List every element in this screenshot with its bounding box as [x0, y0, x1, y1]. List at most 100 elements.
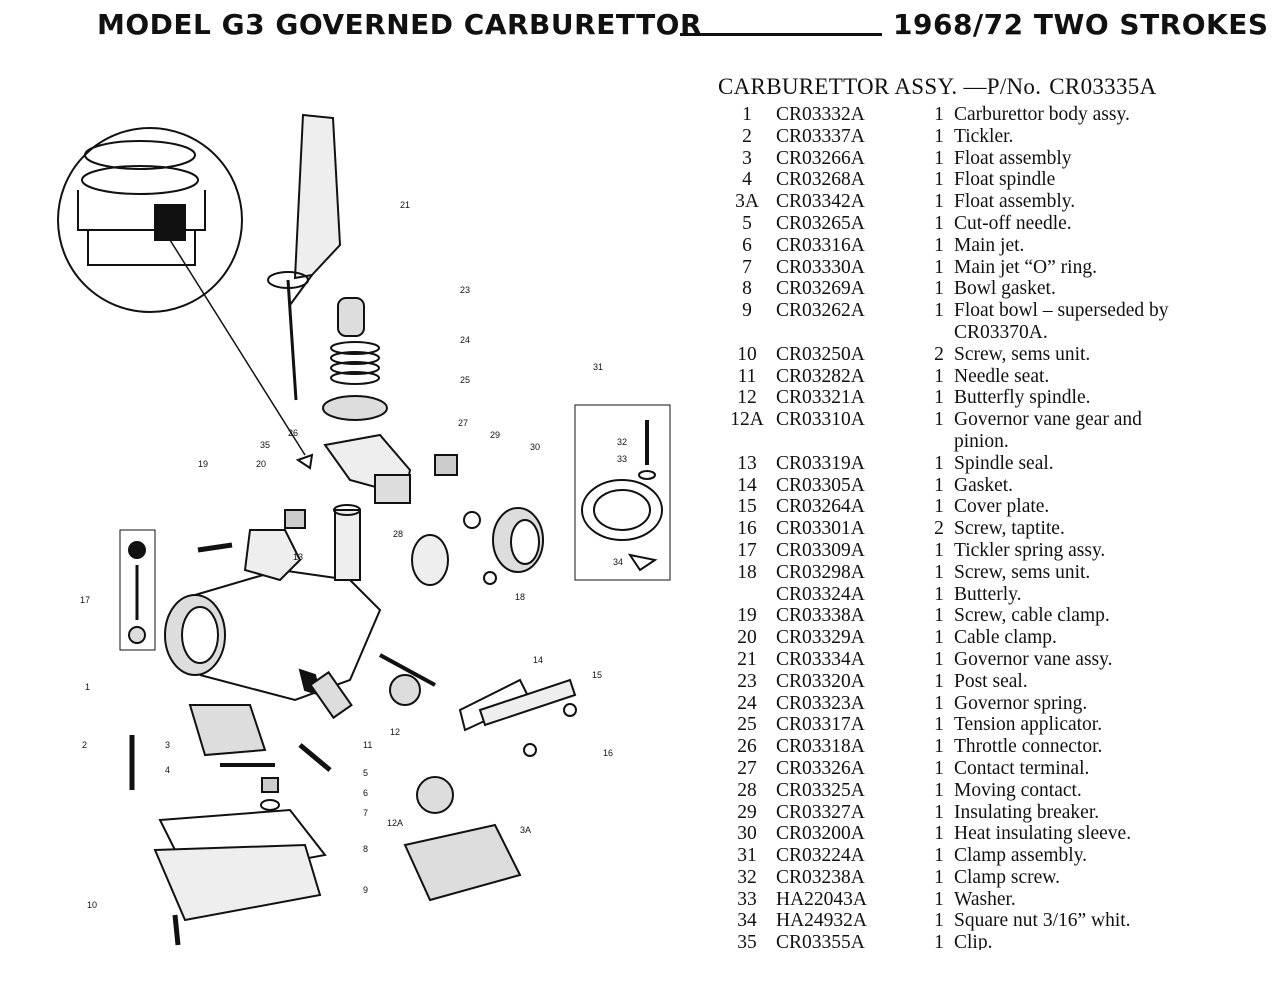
float-bowl-shape: [153, 843, 322, 922]
callout-1: 1: [85, 682, 90, 692]
part-number-ref: 20: [737, 627, 757, 649]
part-description: Cable clamp.: [954, 627, 1057, 649]
part-number-ref: 34: [737, 910, 757, 932]
part-code: CR03325A: [776, 779, 865, 801]
part-code: HA22043A: [776, 888, 867, 910]
callout-4: 4: [165, 765, 170, 775]
part-quantity: 1: [934, 234, 944, 256]
part-description: Post seal.: [954, 670, 1028, 692]
part-quantity: 1: [934, 757, 944, 779]
cable-clamp-shape: [284, 509, 306, 529]
part-description: Clamp screw.: [954, 866, 1060, 888]
part-number-ref: 11: [737, 365, 757, 387]
part-code: CR03238A: [776, 866, 865, 888]
part-number-ref: 1: [742, 104, 752, 125]
assembly-name: CARBURETTOR ASSY.: [718, 74, 958, 99]
part-description: Governor vane gear and: [954, 409, 1142, 431]
callout-12a: 12A: [387, 818, 403, 828]
part-description: Main jet.: [954, 234, 1025, 256]
part-number-ref: 24: [737, 692, 757, 714]
year-title: 1968/72 TWO STROKES: [893, 8, 1269, 41]
part-code: CR03337A: [776, 125, 865, 147]
part-quantity: 1: [934, 910, 944, 932]
part-code: CR03262A: [776, 300, 865, 322]
part-number-ref: 15: [737, 496, 757, 518]
callout-31: 31: [593, 362, 603, 372]
part-code: CR03324A: [776, 583, 865, 605]
part-description: Throttle connector.: [954, 736, 1103, 758]
page-header: MODEL G3 GOVERNED CARBURETTOR 1968/72 TW…: [0, 0, 1280, 60]
callout-28: 28: [393, 529, 403, 539]
part-description: pinion.: [954, 430, 1009, 452]
part-quantity: 1: [934, 474, 944, 496]
part-description: Heat insulating sleeve.: [954, 823, 1132, 845]
part-description: Washer.: [954, 888, 1016, 910]
part-description: Float assembly.: [954, 191, 1076, 213]
part-description: Float spindle: [954, 169, 1056, 191]
callout-34: 34: [613, 557, 623, 567]
cut-off-needle-shape: [298, 743, 332, 772]
part-quantity: 1: [934, 823, 944, 845]
part-quantity: 1: [934, 452, 944, 474]
part-code: [776, 431, 924, 453]
contact-terminal-shape: [434, 454, 458, 476]
moving-contact-shape: [374, 474, 411, 504]
part-number-ref: 23: [737, 670, 757, 692]
part-description: Clip.: [954, 932, 993, 950]
governor-vane: [267, 113, 342, 401]
part-description: Tickler spring assy.: [954, 539, 1106, 561]
part-quantity: 1: [934, 736, 944, 758]
part-number-ref: 27: [737, 757, 757, 779]
part-number-ref: 9: [742, 300, 752, 322]
part-number-ref: 8: [742, 278, 752, 300]
part-code: CR03310A: [776, 409, 865, 431]
taptite-screw-b: [523, 743, 537, 757]
part-number-ref: 2: [742, 125, 752, 147]
float-3a-shape: [403, 823, 522, 902]
callout-6: 6: [363, 788, 368, 798]
part-code: CR03316A: [776, 234, 865, 256]
o-ring-shape: [260, 799, 280, 811]
governor-pinion-shape: [416, 776, 454, 814]
part-description: Tickler.: [954, 125, 1014, 147]
callout-7: 7: [363, 808, 368, 818]
callout-35: 35: [260, 440, 270, 450]
assembly-pn-label: —P/No.: [963, 74, 1042, 99]
callout-26: 26: [288, 428, 298, 438]
taptite-screw-a: [563, 703, 577, 717]
part-quantity: 2: [934, 343, 944, 365]
part-quantity: 1: [934, 932, 944, 950]
post-seal-shape: [337, 297, 365, 337]
callout-33: 33: [617, 454, 627, 464]
callout-19: 19: [198, 459, 208, 469]
part-number-ref: 17: [737, 539, 757, 561]
part-description: Screw, taptite.: [954, 518, 1065, 540]
part-quantity: 1: [934, 866, 944, 888]
part-code: CR03298A: [776, 561, 865, 583]
assembly-title: CARBURETTOR ASSY.—P/No.CR03335A: [718, 70, 1263, 104]
part-quantity: 1: [934, 191, 944, 213]
part-code: CR03224A: [776, 845, 865, 867]
part-description: Screw, cable clamp.: [954, 605, 1110, 627]
inset-magnifier: [57, 127, 306, 456]
part-description: Float bowl – superseded by: [954, 300, 1169, 322]
part-description: Main jet “O” ring.: [954, 256, 1097, 278]
part-number-ref: 5: [742, 212, 752, 234]
